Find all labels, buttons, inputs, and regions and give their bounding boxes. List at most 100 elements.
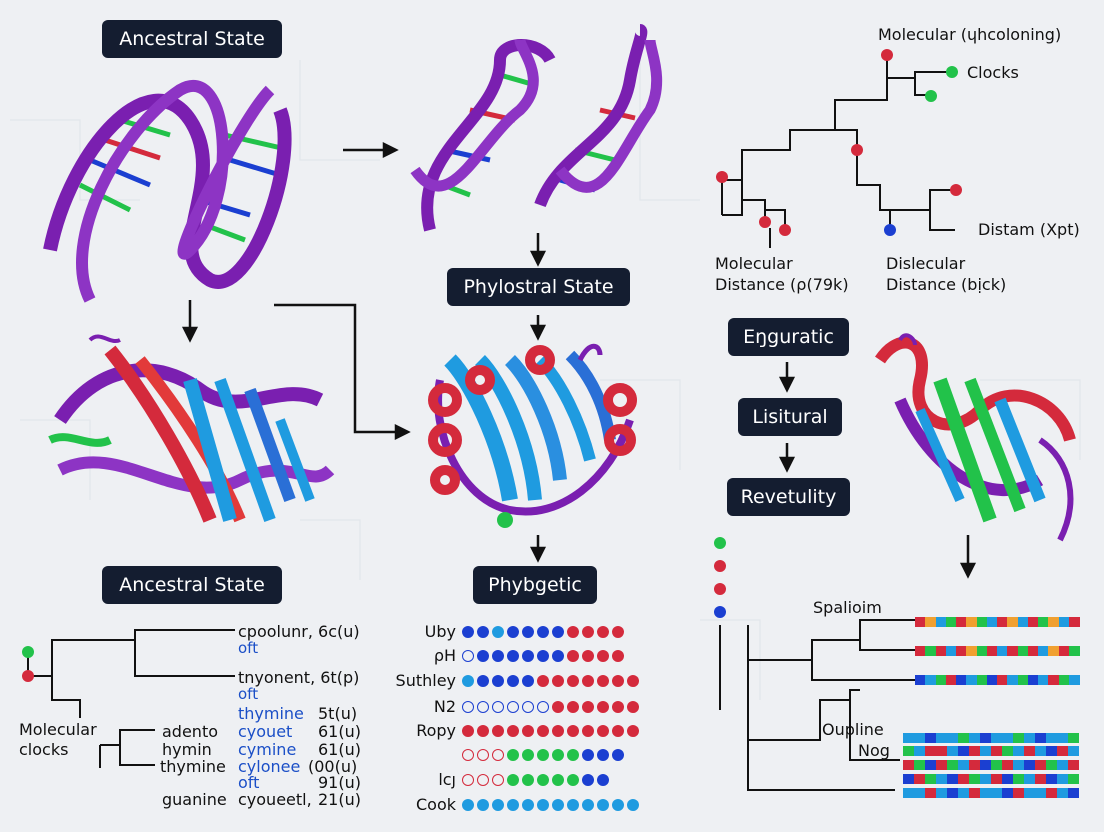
- matrix-dot: [627, 725, 639, 737]
- sequence-segment: [915, 617, 926, 627]
- sequence-segment: [969, 760, 980, 770]
- matrix-row-label: ρH: [433, 646, 456, 665]
- sequence-segment: [945, 675, 957, 685]
- sequence-segment: [945, 646, 957, 656]
- sequence-segment: [914, 746, 925, 756]
- dna-helix-pair: [410, 24, 663, 232]
- sequence-segment: [1035, 788, 1046, 798]
- sequence-segment: [947, 733, 958, 743]
- sequence-segment: [991, 746, 1002, 756]
- matrix-dot: [507, 675, 519, 687]
- matrix-row-label: Ropy: [416, 721, 456, 740]
- sequence-segment: [914, 733, 925, 743]
- matrix-dot: [462, 725, 474, 737]
- sequence-segment: [980, 733, 991, 743]
- sequence-segment: [1057, 733, 1068, 743]
- gene-mid-5: oft: [238, 773, 260, 792]
- matrix-dot: [567, 675, 579, 687]
- sequence-bar: [915, 646, 1080, 656]
- sequence-segment: [1035, 774, 1046, 784]
- sequence-segment: [935, 675, 947, 685]
- matrix-dot: [567, 701, 579, 713]
- right-tree-label-nog: Nog: [858, 741, 890, 760]
- left-row-1: cpoolunr, 6c(u): [238, 622, 360, 641]
- pill-ancestral-state-bottom: Ancestral State: [102, 566, 282, 604]
- matrix-dot: [507, 774, 519, 786]
- sequence-segment: [969, 746, 980, 756]
- sequence-segment: [980, 746, 991, 756]
- matrix-dot: [567, 725, 579, 737]
- matrix-dot: [582, 799, 594, 811]
- sequence-segment: [997, 617, 1008, 627]
- tree-title-molecular: Molecular (ɥhcoloning): [878, 25, 1062, 44]
- sequence-segment: [991, 760, 1002, 770]
- matrix-dot: [552, 701, 564, 713]
- matrix-dot: [537, 701, 549, 713]
- matrix-dot: [582, 626, 594, 638]
- matrix-dot: [582, 725, 594, 737]
- sequence-segment: [1027, 675, 1039, 685]
- sequence-segment: [1027, 646, 1039, 656]
- matrix-dot: [522, 774, 534, 786]
- matrix-dot: [612, 626, 624, 638]
- protein-structure-left: [48, 334, 335, 523]
- tree-label-molecular: Molecular: [715, 254, 793, 273]
- flow-arrows: [181, 141, 977, 579]
- matrix-dot: [462, 749, 474, 761]
- matrix-row-label: Uby: [424, 622, 456, 641]
- matrix-dot: [507, 749, 519, 761]
- sequence-segment: [997, 646, 1008, 656]
- sequence-segment: [1038, 675, 1049, 685]
- sequence-segment: [1013, 746, 1024, 756]
- sequence-segment: [915, 646, 926, 656]
- matrix-dot: [477, 774, 489, 786]
- gene-left-hymin: hymin: [162, 740, 212, 759]
- sequence-segment: [1068, 774, 1079, 784]
- sequence-segment: [1002, 788, 1013, 798]
- matrix-dot: [462, 701, 474, 713]
- matrix-row-label: Cook: [415, 795, 456, 814]
- circuit-background: [10, 30, 1081, 700]
- sequence-segment: [1007, 646, 1019, 656]
- dna-helix-ancestral: [43, 80, 292, 303]
- gene-mid-4: cylonee: [238, 757, 301, 776]
- matrix-dot: [477, 650, 489, 662]
- sequence-segment: [1002, 733, 1013, 743]
- matrix-dot: [537, 799, 549, 811]
- matrix-dot: [612, 725, 624, 737]
- gene-right-1: 5t(u): [318, 704, 358, 723]
- matrix-dot: [597, 799, 609, 811]
- matrix-dot: [582, 650, 594, 662]
- matrix-dot: [582, 701, 594, 713]
- matrix-dot: [522, 701, 534, 713]
- sequence-segment: [1017, 646, 1029, 656]
- sequence-segment: [958, 733, 969, 743]
- sequence-segment: [1068, 760, 1079, 770]
- tree-node-red: [22, 670, 34, 682]
- left-label-molecular: Molecular: [19, 720, 97, 739]
- sequence-segment: [1013, 760, 1024, 770]
- matrix-row-label: lcȷ: [438, 770, 456, 789]
- sequence-segment: [1057, 760, 1068, 770]
- sequence-bar: [903, 746, 1079, 756]
- matrix-dot: [492, 701, 504, 713]
- matrix-dot: [492, 675, 504, 687]
- sequence-segment: [903, 774, 914, 784]
- matrix-dot: [582, 749, 594, 761]
- left-row-2-sub: oft: [238, 685, 259, 703]
- sequence-segment: [1017, 675, 1029, 685]
- right-tree-label-oupline: Oupline: [822, 720, 884, 739]
- matrix-dot: [537, 650, 549, 662]
- sequence-segment: [925, 675, 937, 685]
- sequence-segment: [903, 788, 914, 798]
- sequence-segment: [1048, 646, 1060, 656]
- sequence-segment: [1057, 746, 1068, 756]
- gene-mid-6: cyoueetl,: [238, 790, 312, 809]
- matrix-dot: [477, 675, 489, 687]
- matrix-dot: [492, 799, 504, 811]
- sequence-segment: [980, 760, 991, 770]
- tree-label-dislecular: Dislecular: [886, 254, 966, 273]
- matrix-dot: [507, 626, 519, 638]
- sequence-segment: [936, 746, 947, 756]
